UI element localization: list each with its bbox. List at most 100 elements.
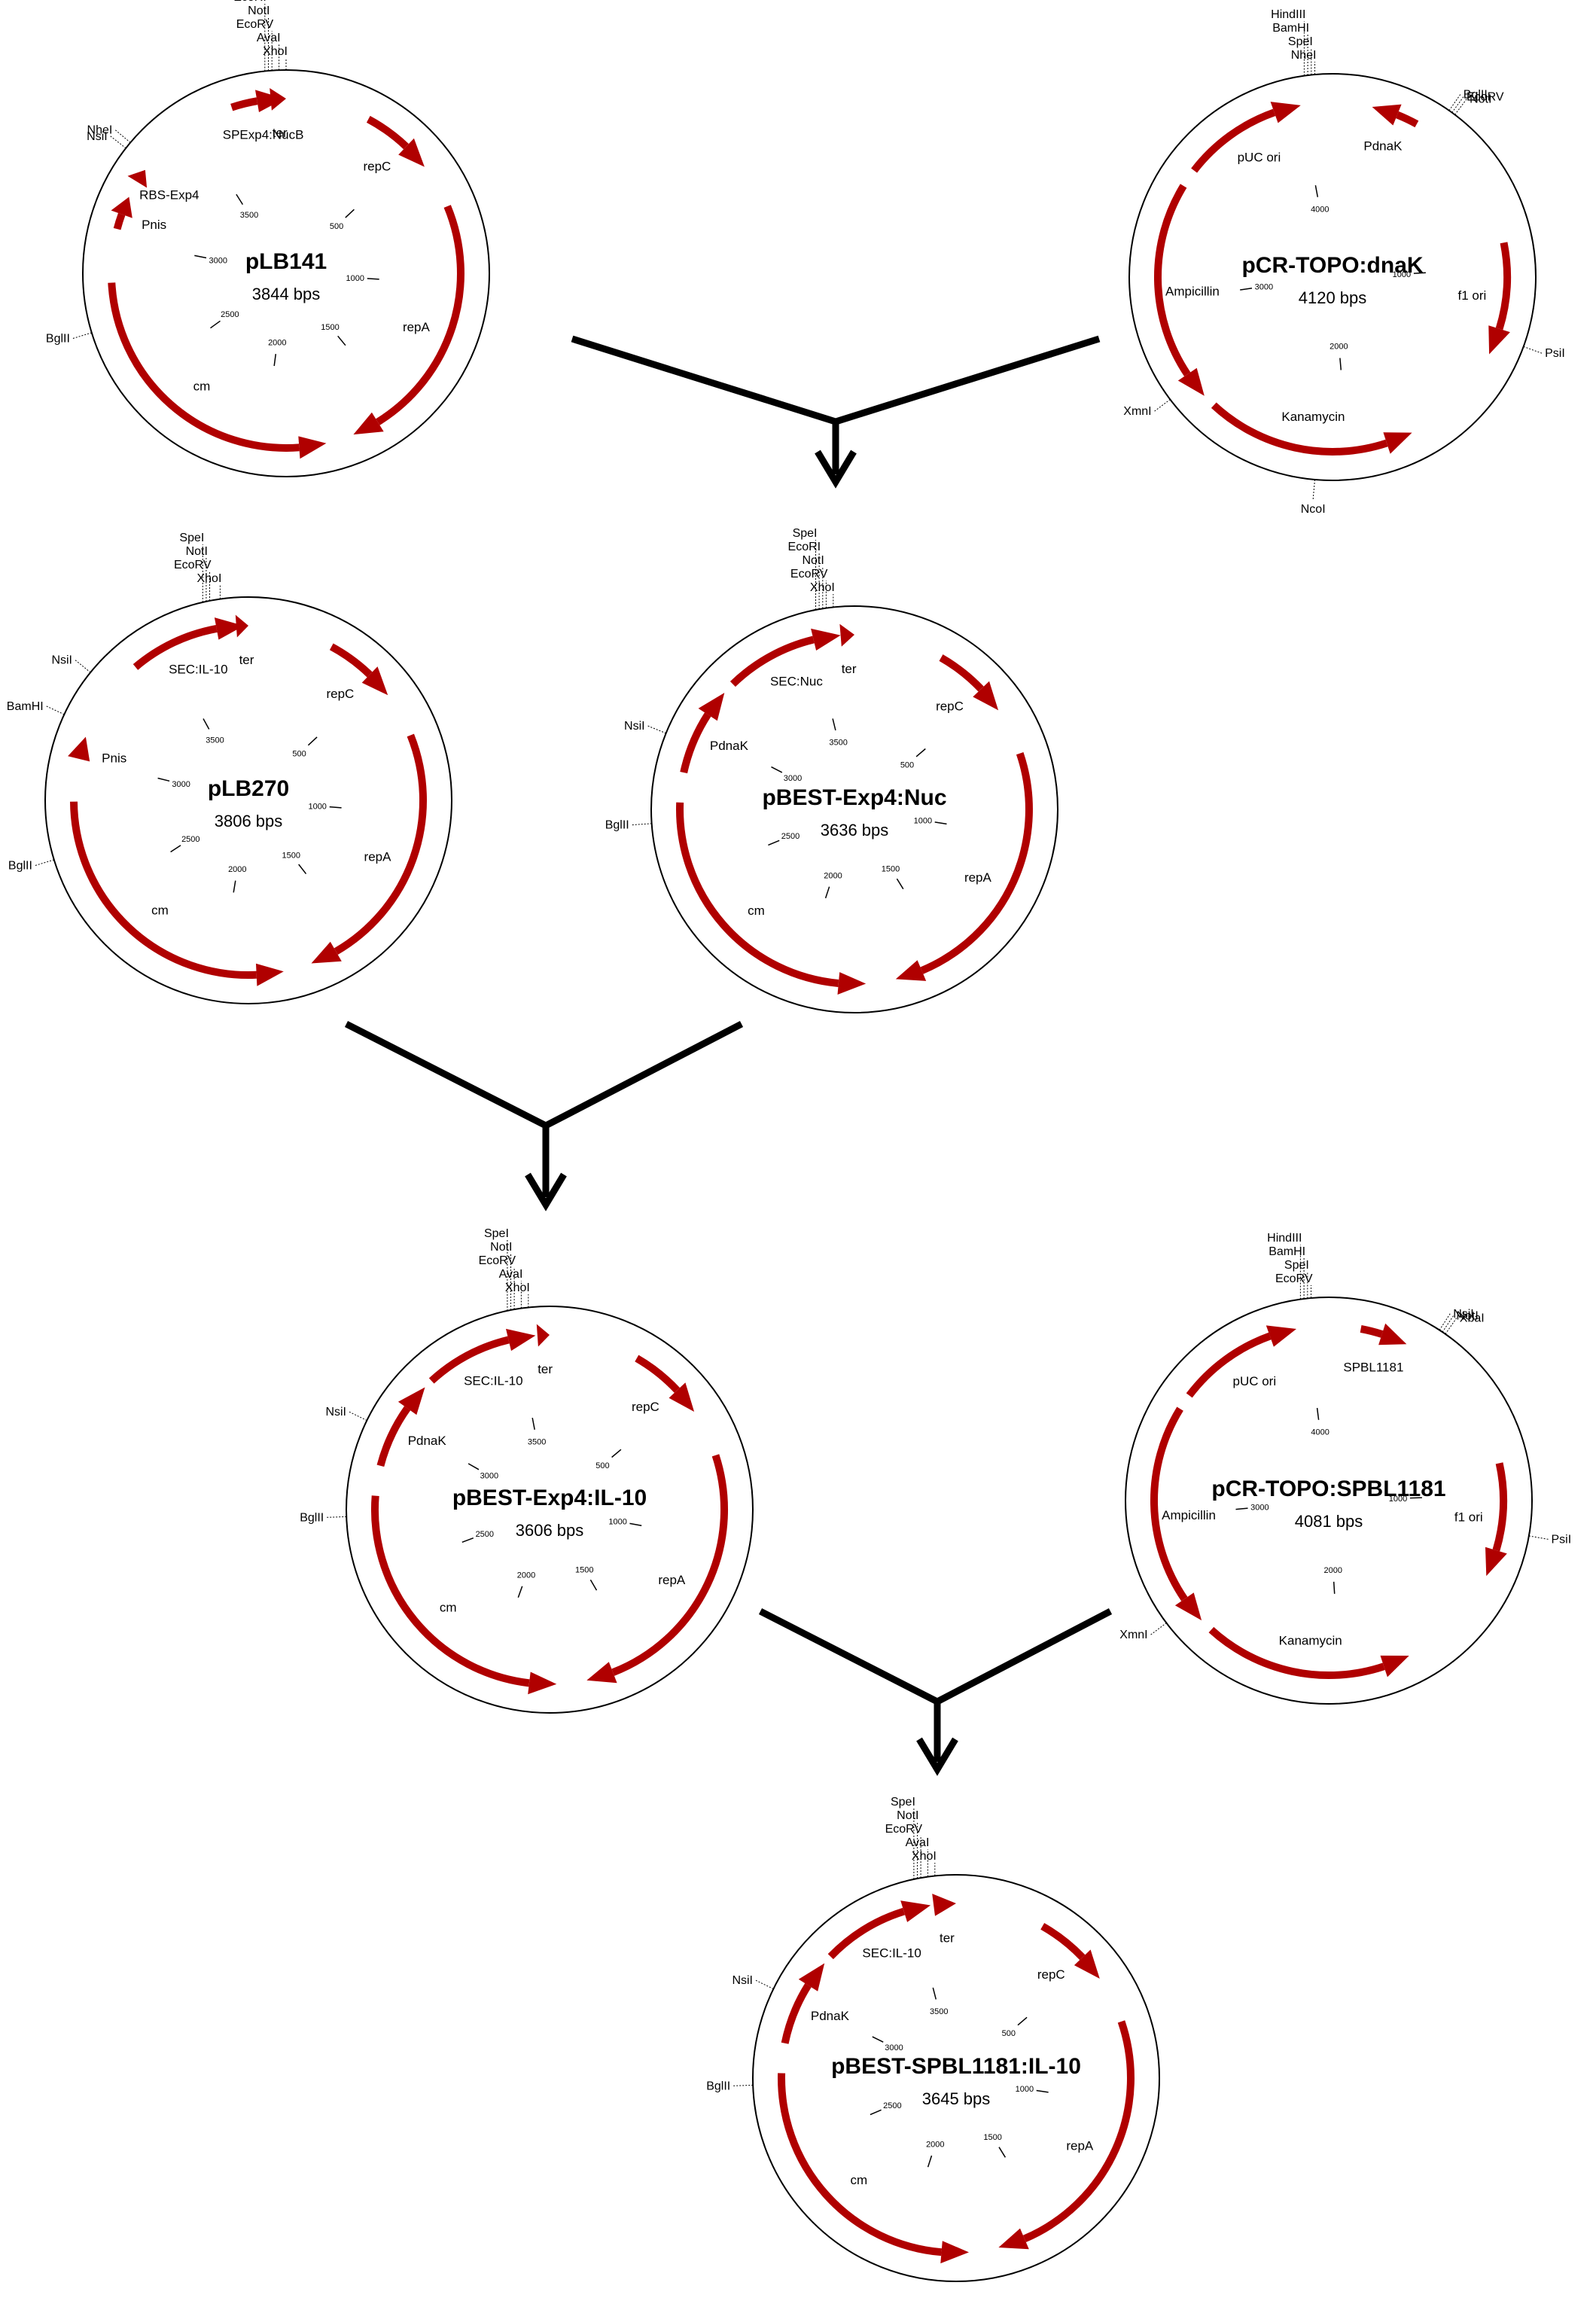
site-hindiii: HindIII [1267, 1232, 1302, 1300]
scale-tick-label: 1000 [608, 1518, 626, 1527]
site-noti: NotI [186, 545, 208, 602]
scale-tick-label: 3000 [172, 780, 190, 789]
feature-label: repC [326, 687, 354, 701]
flow-arrow-step-1 [571, 335, 1101, 489]
feature-label: cm [151, 903, 169, 917]
feature-label: Pnis [142, 218, 166, 232]
scale-tick-label: 3000 [1250, 1504, 1269, 1513]
feature-arc [729, 635, 815, 687]
site-label: XhoI [505, 1281, 530, 1294]
plasmid-map-pBEST-Exp4-Nuc: pBEST-Exp4:Nuc 3636 bps SEC:NucterrepCre… [605, 527, 1058, 1013]
site-leader [72, 332, 92, 339]
site-xhoi: XhoI [263, 45, 288, 70]
site-label: NsiI [1453, 1308, 1474, 1321]
feature-arrowhead [111, 197, 132, 218]
feature-pdnak: PdnaK [781, 1963, 850, 2044]
scale-tick-label: 1500 [983, 2133, 1001, 2142]
feature-cm: cm [70, 801, 284, 986]
site-ecorv: EcoRV [174, 559, 212, 601]
site-label: HindIII [1271, 8, 1305, 21]
site-label: EcoRI [233, 0, 267, 4]
scale-tick-label: 4000 [1311, 206, 1329, 215]
site-ecorv: EcoRV [1275, 1272, 1313, 1298]
feature-spexp4-nucb: SPExp4:NucB [223, 90, 303, 142]
site-label: XhoI [912, 1850, 937, 1863]
scale-tick [872, 2036, 884, 2043]
site-label: XmnI [1119, 1629, 1147, 1641]
feature-arc [827, 1907, 906, 1960]
scale-tick [194, 254, 207, 259]
feature-arrowhead [1177, 367, 1205, 396]
feature-label: ter [239, 653, 254, 667]
feature-label: SPBL1181 [1343, 1361, 1403, 1375]
site-ecorv: EcoRV [236, 18, 274, 71]
flow-arrow-step-3 [758, 1607, 1113, 1776]
plasmid-backbone [346, 1306, 754, 1714]
plasmid-name: pCR-TOPO:SPBL1181 [1211, 1476, 1445, 1501]
site-label: SpeI [179, 532, 204, 544]
site-xbai: XbaI [1445, 1312, 1485, 1335]
site-label: XbaI [1460, 1312, 1485, 1325]
site-noti: NotI [1454, 93, 1491, 115]
feature-label: repA [1066, 2138, 1094, 2153]
feature-arrowhead [669, 1382, 695, 1412]
site-nsii: NsiI [1439, 1308, 1474, 1330]
feature-label: PdnaK [811, 2009, 850, 2023]
plasmid-map-pLB141: pLB141 3844 bps SPExp4:NucBterrepCrepAcm… [46, 0, 490, 477]
scale-tick-label: 2000 [824, 872, 842, 881]
scale-tick-label: 500 [330, 222, 343, 231]
scale-tick-label: 3500 [930, 2007, 948, 2016]
site-spei: SpeI [1284, 1259, 1309, 1299]
site-xmni: XmnI [1119, 1623, 1167, 1641]
scale-tick-label: 1500 [575, 1566, 593, 1575]
feature-arrowhead [973, 681, 999, 711]
site-label: BglII [46, 333, 70, 346]
feature-arrowhead [586, 1662, 617, 1684]
site-nhei: NheI [87, 124, 131, 143]
scale-tick-label: 3500 [528, 1438, 546, 1447]
feature-arc [635, 1355, 681, 1393]
plasmid-name: pLB141 [245, 249, 327, 274]
feature-arc [1040, 1922, 1086, 1961]
scale-tick-label: 2000 [1329, 343, 1348, 352]
scale-tick [1339, 358, 1342, 370]
feature-arrowhead [895, 960, 927, 981]
feature-arc [1153, 184, 1191, 376]
plasmid-backbone [44, 596, 452, 1004]
feature-arc [939, 654, 984, 692]
site-label: EcoRV [1467, 91, 1504, 104]
feature-arrowhead [900, 1900, 931, 1922]
feature-arrowhead [1380, 1655, 1409, 1678]
feature-arrowhead [1174, 1592, 1202, 1621]
site-xmni: XmnI [1123, 399, 1171, 418]
plasmid-backbone [1125, 1297, 1533, 1705]
scale-tick-label: 2500 [883, 2101, 901, 2110]
scale-tick [337, 335, 346, 346]
feature-ter: ter [932, 1894, 956, 1945]
scale-tick [771, 766, 783, 773]
site-leader [1454, 99, 1467, 115]
site-leader [647, 725, 666, 734]
scale-tick [1316, 1407, 1320, 1420]
site-nsii: NsiI [325, 1406, 367, 1422]
feature-ter: ter [235, 614, 254, 667]
site-leader [1445, 1318, 1457, 1335]
plasmid-name: pBEST-SPBL1181:IL-10 [831, 2054, 1081, 2079]
site-noti: NotI [248, 5, 270, 71]
site-label: NsiI [325, 1406, 346, 1419]
site-leader [110, 136, 126, 149]
scale-tick [236, 194, 244, 205]
feature-repc: repC [632, 1355, 695, 1414]
scale-tick-label: 2000 [1323, 1566, 1342, 1575]
feature-arrowhead [298, 436, 327, 459]
scale-tick-label: 2500 [476, 1530, 494, 1539]
feature-arrowhead [270, 88, 286, 111]
site-label: PsiI [1545, 347, 1565, 360]
feature-arc [920, 751, 1033, 974]
site-nhei: NheI [1291, 49, 1317, 75]
feature-rbs-exp4: RBS-Exp4 [127, 169, 199, 203]
site-label: SpeI [1288, 35, 1313, 48]
site-label: NotI [802, 554, 824, 567]
feature-label: Kanamycin [1281, 410, 1345, 424]
scale-tick-label: 2500 [221, 310, 239, 319]
